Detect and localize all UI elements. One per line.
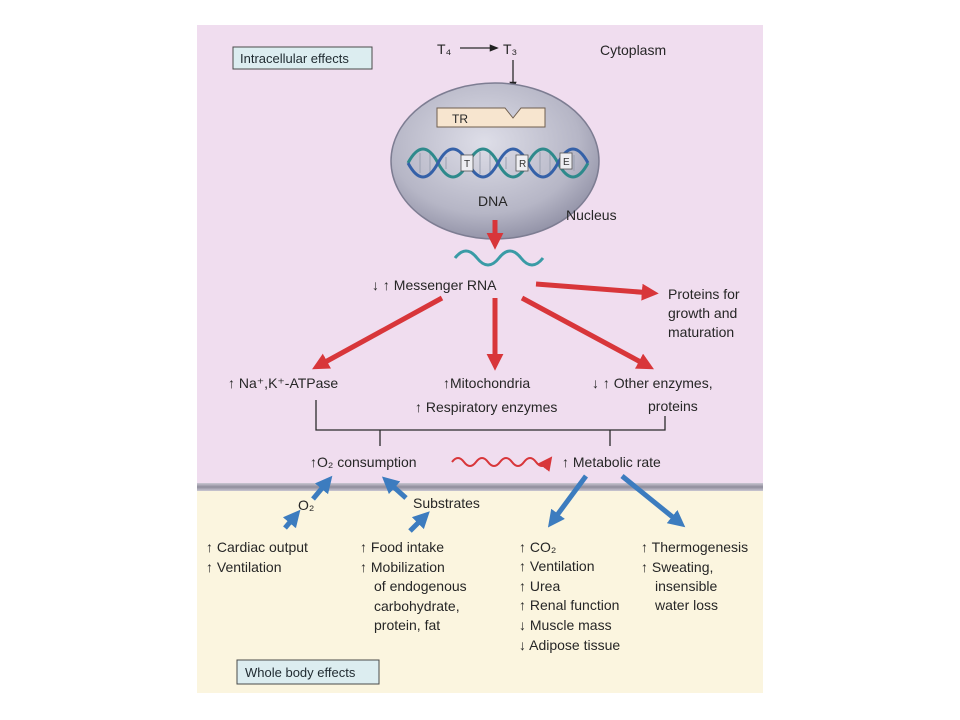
proteins-line-1: Proteins for xyxy=(668,286,740,302)
list-item: ↑ Food intake xyxy=(360,539,444,555)
arrow-substrates-to-consumption xyxy=(381,476,408,500)
mrna-strand xyxy=(453,249,545,267)
nucleus-label: Nucleus xyxy=(566,207,617,223)
arrow-cardiac-to-o2 xyxy=(282,509,301,530)
t3-label: T₃ xyxy=(503,41,517,57)
list-item: ↑ Urea xyxy=(519,578,560,594)
dna-label: DNA xyxy=(478,193,508,209)
list-item: ↑ Renal function xyxy=(519,597,619,613)
list-item: ↑ CO₂ xyxy=(519,539,556,555)
arrow-metabolic-to-thermogenesis xyxy=(620,474,686,528)
whole-body-effects-label: Whole body effects xyxy=(236,659,380,685)
arrow-to-proteins xyxy=(535,281,659,301)
arrow-metabolic-to-co2 xyxy=(547,474,589,528)
cell-membrane-band xyxy=(197,483,763,491)
list-item: ↑ Ventilation xyxy=(206,559,282,575)
other-enzymes-line-2: proteins xyxy=(648,398,698,414)
nutrition-effects: ↑ Food intake ↑ Mobilization of endogeno… xyxy=(360,539,467,633)
wavy-arrow xyxy=(451,456,553,472)
list-item: insensible xyxy=(655,578,717,594)
response-element: T R E xyxy=(460,152,573,172)
arrow-food-to-substrates xyxy=(408,511,430,533)
metabolic-effects: ↑ CO₂ ↑ Ventilation ↑ Urea ↑ Renal funct… xyxy=(519,539,620,653)
t4-label: T₄ xyxy=(437,41,452,57)
atpase-label: ↑ Na⁺,K⁺-ATPase xyxy=(228,375,338,391)
messenger-rna-label: ↓ ↑ Messenger RNA xyxy=(372,277,497,293)
products-bracket xyxy=(315,400,666,431)
intracellular-effects-label: Intracellular effects xyxy=(232,46,373,70)
dna-helix xyxy=(406,147,590,179)
tre-letter-r: R xyxy=(519,159,526,170)
intracellular-effects-text: Intracellular effects xyxy=(240,51,349,66)
respiratory-enzymes-label: ↑ Respiratory enzymes xyxy=(415,399,557,415)
substrates-label: Substrates xyxy=(413,495,480,511)
list-item: ↑ Ventilation xyxy=(519,558,595,574)
list-item: ↑ Mobilization xyxy=(360,559,445,575)
list-item: ↑ Cardiac output xyxy=(206,539,308,555)
tre-letter-e: E xyxy=(563,157,570,168)
list-item: carbohydrate, xyxy=(374,598,460,614)
list-item: water loss xyxy=(654,597,718,613)
list-item: protein, fat xyxy=(374,617,440,633)
list-item: ↓ Adipose tissue xyxy=(519,637,620,653)
list-item: ↓ Muscle mass xyxy=(519,617,612,633)
other-enzymes-line-1: ↓ ↑ Other enzymes, xyxy=(592,375,713,391)
list-item: of endogenous xyxy=(374,578,467,594)
cardio-effects: ↑ Cardiac output ↑ Ventilation xyxy=(206,539,308,575)
cytoplasm-label: Cytoplasm xyxy=(600,42,666,58)
receptor-label: TR xyxy=(452,112,468,126)
list-item: ↑ Thermogenesis xyxy=(641,539,748,555)
arrow-o2-to-consumption xyxy=(311,475,333,501)
list-item: ↑ Sweating, xyxy=(641,559,713,575)
thyroid-receptor: TR xyxy=(436,107,546,128)
proteins-line-3: maturation xyxy=(668,324,734,340)
thermal-effects: ↑ Thermogenesis ↑ Sweating, insensible w… xyxy=(641,539,748,613)
whole-body-effects-text: Whole body effects xyxy=(245,665,356,680)
arrow-to-atpase xyxy=(312,295,444,370)
proteins-line-2: growth and xyxy=(668,305,737,321)
mitochondria-label: ↑Mitochondria xyxy=(443,375,530,391)
tre-letter-t: T xyxy=(464,159,470,170)
arrow-to-other-enzymes xyxy=(520,295,654,370)
metabolic-rate-label: ↑ Metabolic rate xyxy=(562,454,661,470)
o2-label: O₂ xyxy=(298,497,314,513)
o2-consumption-label: ↑O₂ consumption xyxy=(310,454,417,470)
